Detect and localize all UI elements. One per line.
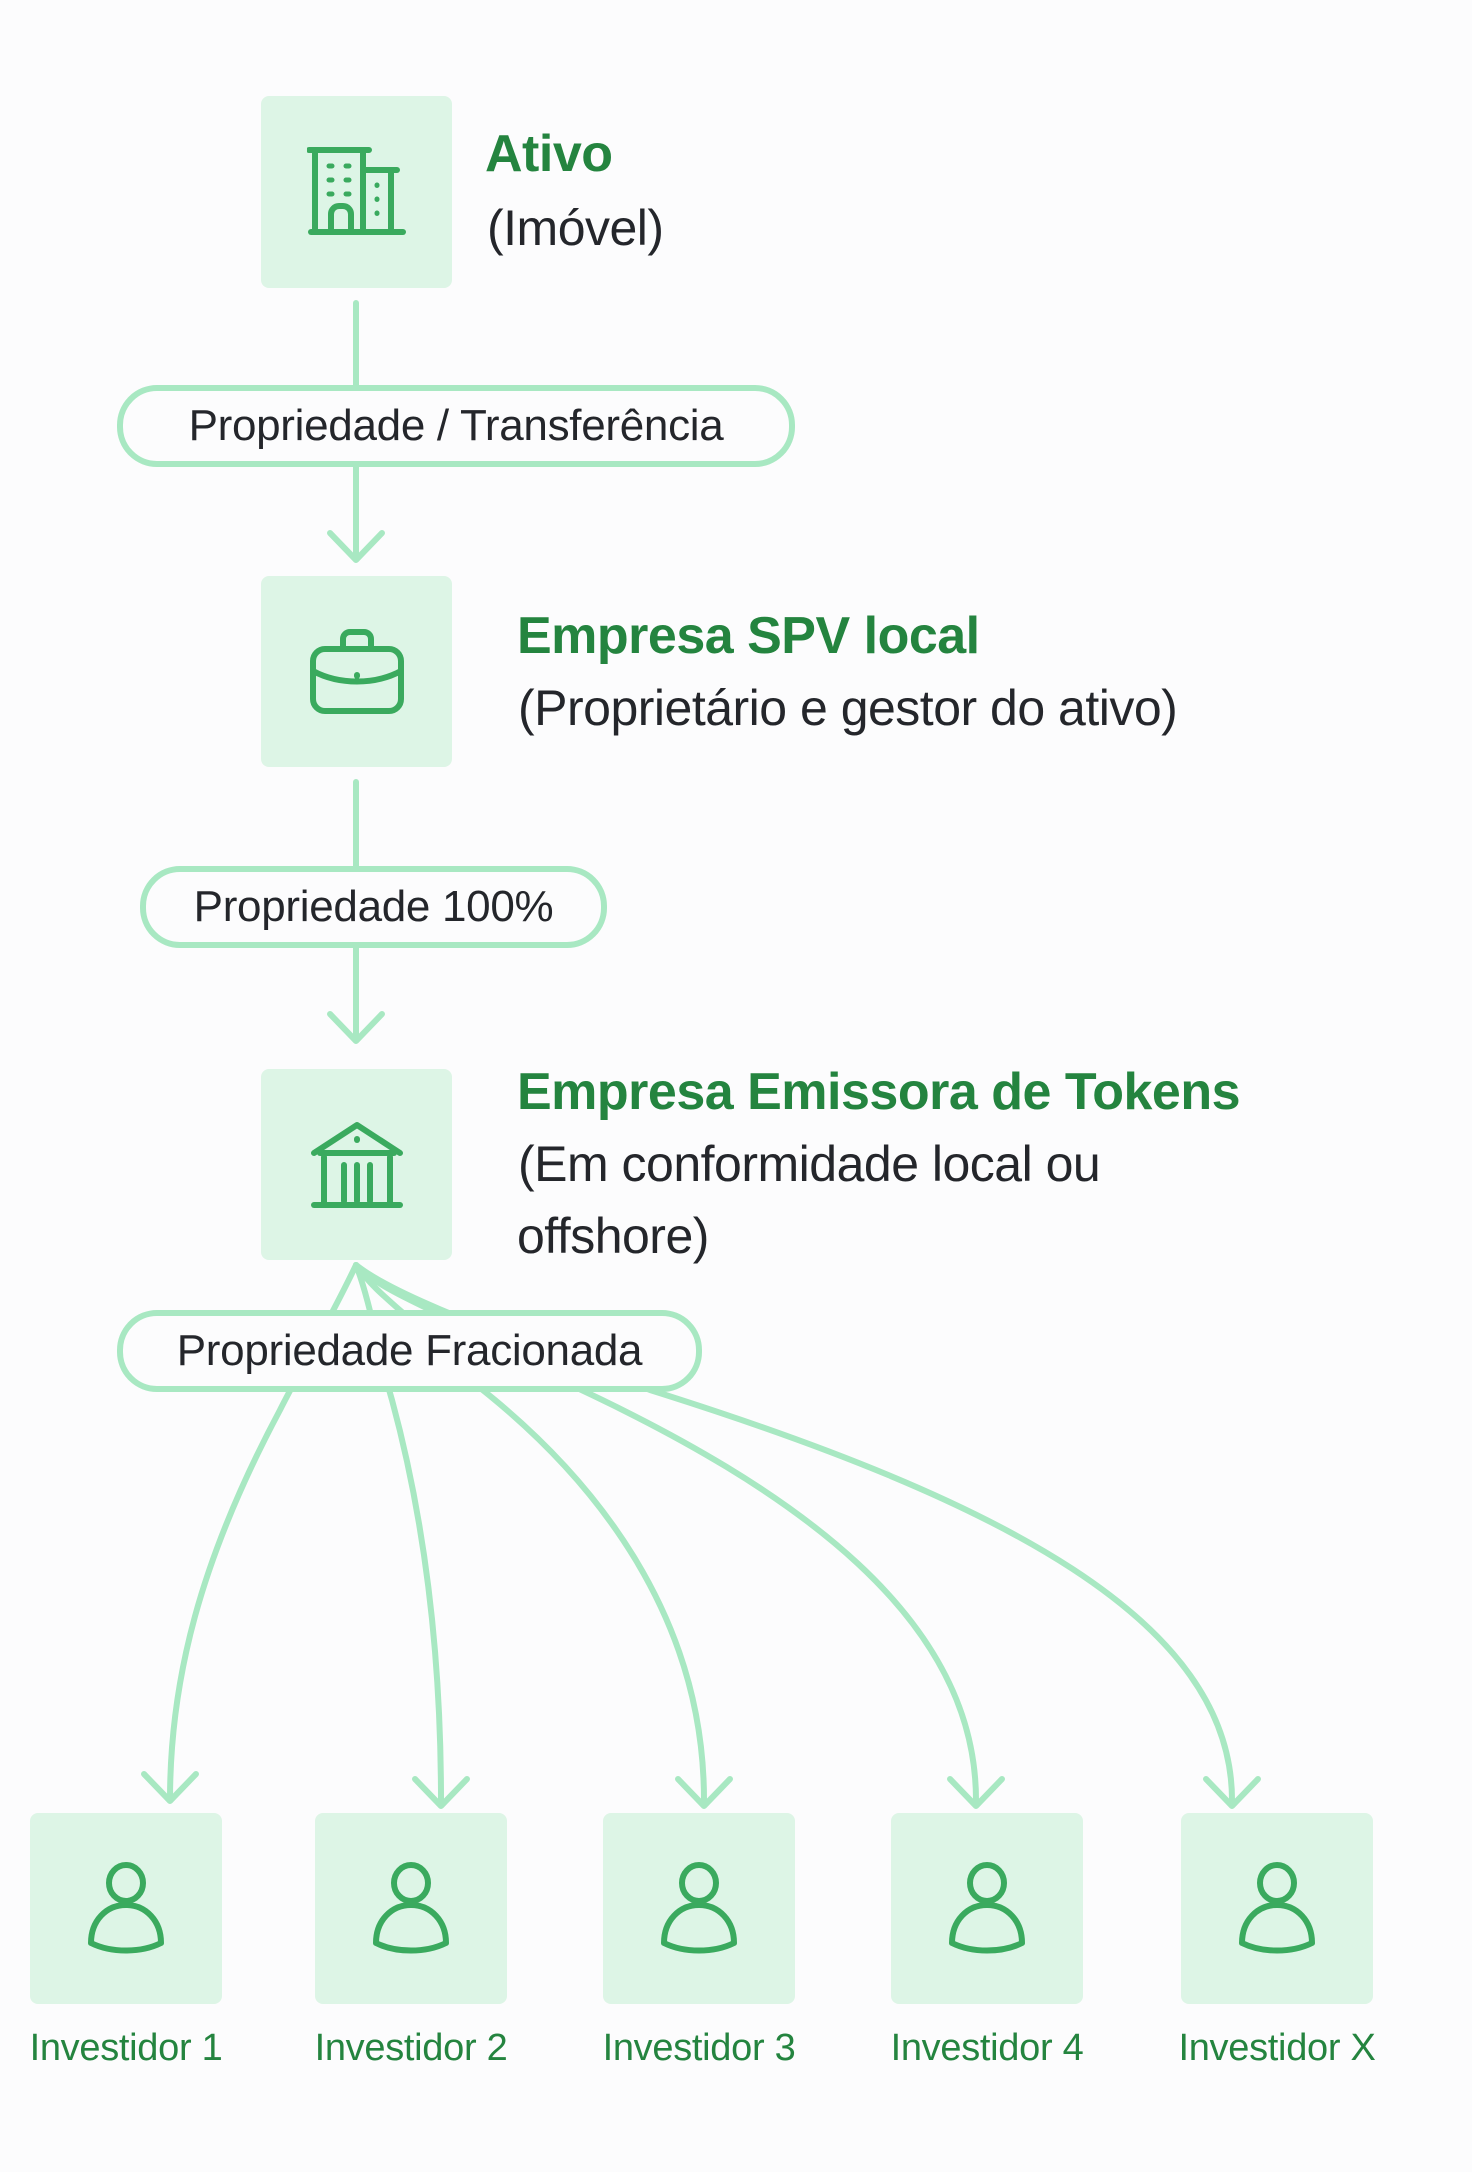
briefcase-icon: [309, 628, 404, 714]
user-icon: [949, 1861, 1025, 1953]
investor-box: [603, 1813, 795, 2004]
arrow-head-icon: [1203, 1776, 1261, 1809]
user-icon: [373, 1861, 449, 1953]
bank-icon: [310, 1121, 403, 1208]
investor-box: [315, 1813, 507, 2004]
arrow-head-icon: [675, 1776, 733, 1809]
investor-box: [891, 1813, 1083, 2004]
investor-label: Investidor 1: [29, 2027, 223, 2069]
investor-box: [1181, 1813, 1373, 2004]
user-icon: [88, 1861, 164, 1953]
asset-node-box: [261, 96, 452, 288]
investor-label: Investidor 2: [314, 2027, 508, 2069]
asset-title: Ativo: [485, 125, 613, 183]
arrow-head-icon: [412, 1776, 470, 1809]
arrow-head-icon: [327, 530, 385, 563]
issuer-title: Empresa Emissora de Tokens: [517, 1063, 1241, 1121]
arrow-head-icon: [141, 1771, 199, 1804]
investor-label: Investidor 4: [890, 2027, 1084, 2069]
edge-label-asset-spv: Propriedade / Transferência: [117, 385, 795, 467]
edge-label-spv-issuer: Propriedade 100%: [140, 866, 607, 948]
asset-subtitle: (Imóvel): [487, 200, 664, 256]
issuer-node-box: [261, 1069, 452, 1260]
issuer-subtitle-line1: (Em conformidade local ou: [518, 1136, 1101, 1192]
building-icon: [306, 147, 406, 235]
user-icon: [661, 1861, 737, 1953]
investor-label: Investidor 3: [602, 2027, 796, 2069]
issuer-subtitle-line2: offshore): [517, 1208, 709, 1264]
spv-node-box: [261, 576, 452, 767]
spv-title: Empresa SPV local: [517, 607, 980, 665]
user-icon: [1239, 1861, 1315, 1953]
spv-subtitle: (Proprietário e gestor do ativo): [518, 680, 1178, 736]
investor-box: [30, 1813, 222, 2004]
edge-label-issuer-investors: Propriedade Fracionada: [117, 1310, 702, 1392]
investor-label: Investidor X: [1178, 2027, 1376, 2069]
arrow-head-icon: [947, 1776, 1005, 1809]
arrow-head-icon: [327, 1011, 385, 1044]
